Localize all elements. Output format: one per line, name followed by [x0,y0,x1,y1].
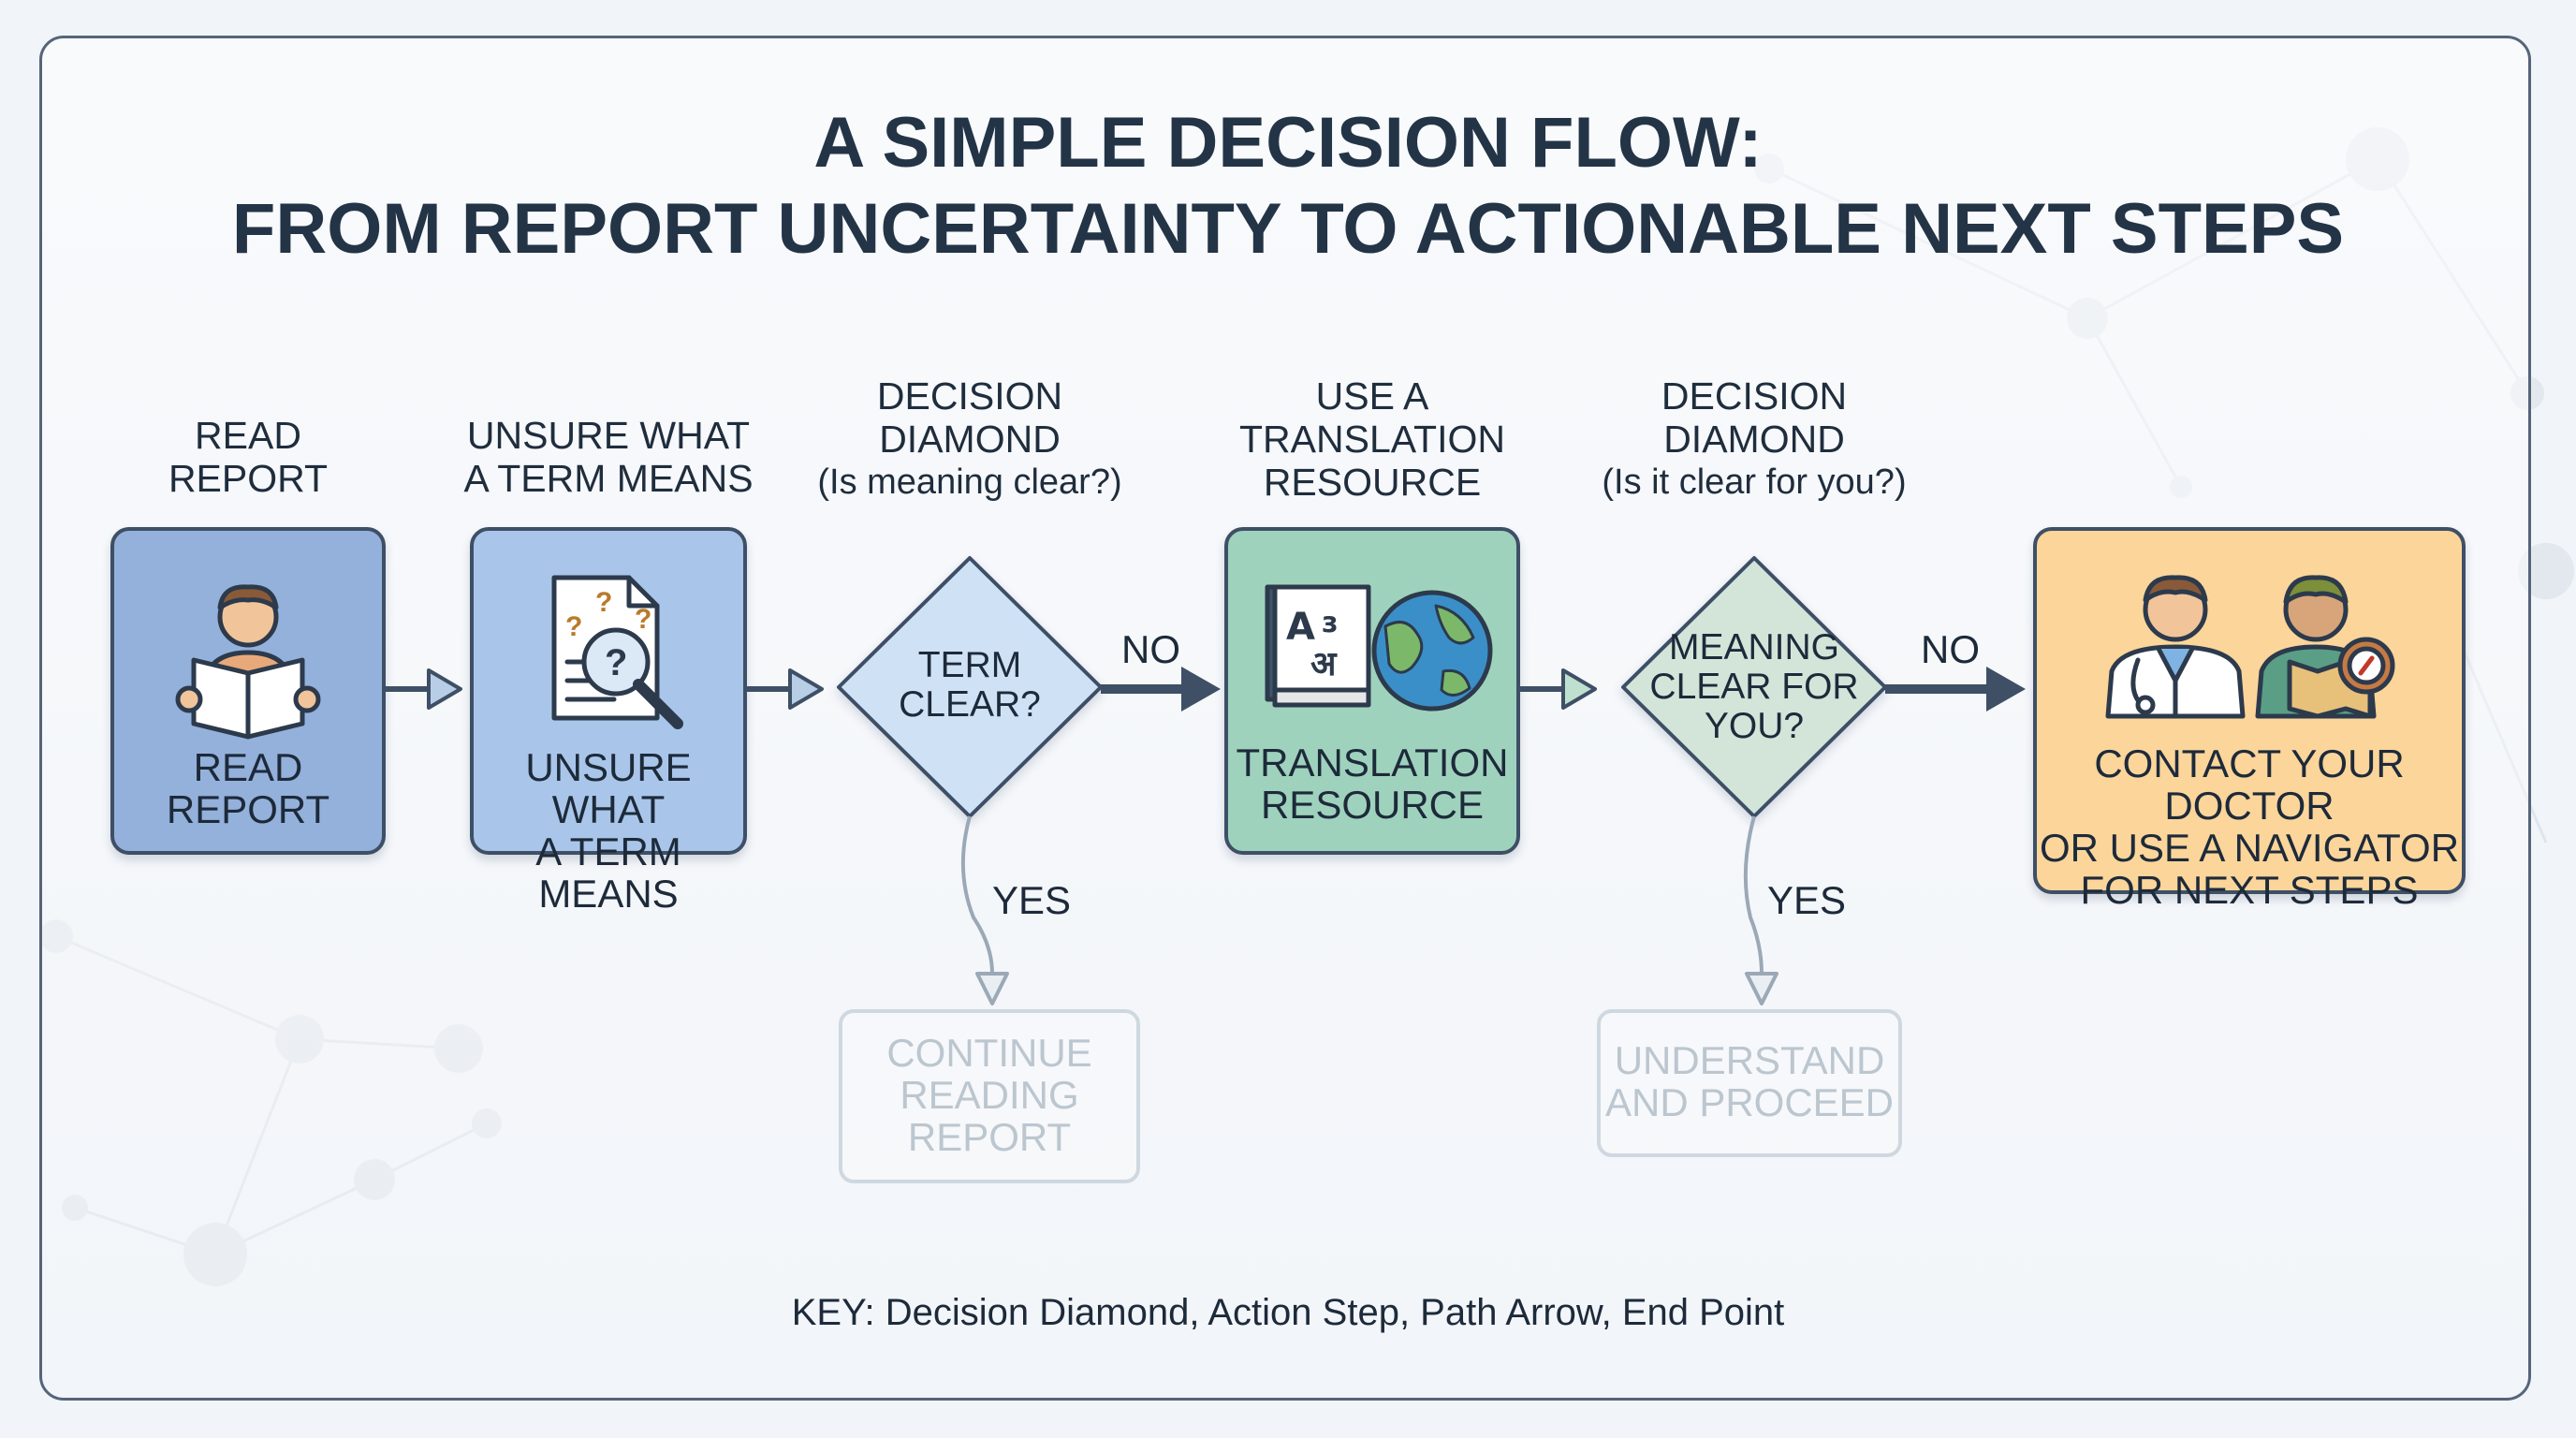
header-decision-1-sub: (Is meaning clear?) [817,462,1122,502]
yes-arrow-2 [1743,815,1778,1005]
no-arrow-1 [1101,667,1221,712]
svg-text:з: з [1322,607,1338,639]
svg-text:अ: अ [1310,645,1338,683]
yes-label-2: YES [1767,878,1847,922]
key-legend: KEY: Decision Diamond, Action Step, Path… [791,1292,1785,1333]
doctor-navigator-icon [2105,575,2395,719]
no-arrow-2 [1885,667,2026,712]
no-label-1: NO [1121,627,1180,671]
title-line-2: FROM REPORT UNCERTAINTY TO ACTIONABLE NE… [231,189,2345,269]
document-magnifier-icon: ? ? ? ? [551,575,683,729]
title-line-1: A SIMPLE DECISION FLOW: [813,103,1763,183]
person-reading-icon [175,584,321,740]
svg-text:?: ? [595,587,612,618]
svg-text:?: ? [605,642,627,683]
yes-arrow-1 [960,815,1009,1005]
path-arrow-3 [1520,668,1597,710]
yes-label-1: YES [992,878,1072,922]
no-label-2: NO [1921,627,1980,671]
svg-text:A: A [1286,606,1315,649]
book-globe-icon: A з अ [1265,584,1493,712]
header-decision-2-sub: (Is it clear for you?) [1602,462,1907,502]
svg-text:?: ? [635,604,651,635]
svg-text:?: ? [565,611,582,642]
path-arrow-1 [386,668,462,710]
path-arrow-2 [747,668,824,710]
